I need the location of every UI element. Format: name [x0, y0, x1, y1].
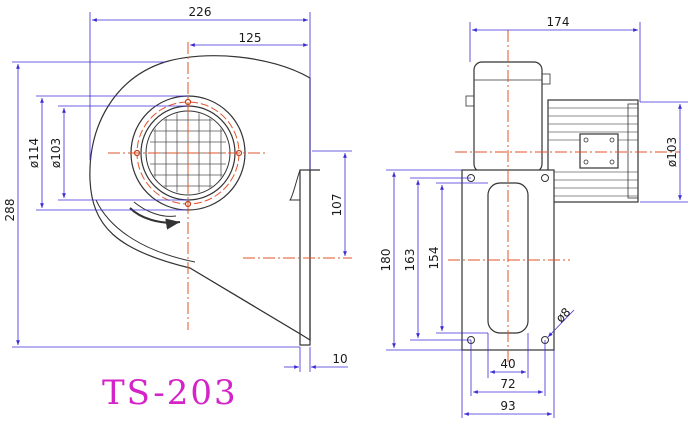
dim-overall-height: 288: [3, 199, 17, 222]
housing-curve: [289, 169, 301, 201]
dim-inlet-diameter: ø103: [49, 138, 63, 168]
dim-hole-diameter: ø8: [553, 305, 573, 325]
dim-outlet-width: 40: [500, 357, 515, 371]
side-view: 226 125 288 ø114 ø103 107 10: [3, 5, 352, 372]
dim-hole-spacing-inner: 154: [427, 247, 441, 270]
dim-overall-width: 226: [189, 5, 212, 19]
dim-flange-height: 180: [379, 249, 393, 272]
dim-flange-thickness: 10: [332, 352, 347, 366]
front-view: 174 ø103 180 163 154 ø8 40 72: [379, 15, 688, 418]
housing-base-line: [189, 267, 303, 336]
dim-motor-diameter: ø103: [665, 137, 679, 167]
model-label: TS-203: [102, 373, 238, 413]
scroll-housing-outline: [89, 55, 320, 342]
dim-outlet-height: 107: [330, 194, 344, 217]
dim-flange-diameter: ø114: [27, 138, 41, 168]
dim-hole-spacing-width: 72: [500, 377, 515, 391]
dim-outlet-to-center: 125: [239, 31, 262, 45]
dim-overall-depth: 174: [547, 15, 570, 29]
dim-flange-width: 93: [500, 399, 515, 413]
rotation-direction-arrow: [129, 207, 181, 230]
dim-hole-spacing-outer: 163: [403, 249, 417, 272]
